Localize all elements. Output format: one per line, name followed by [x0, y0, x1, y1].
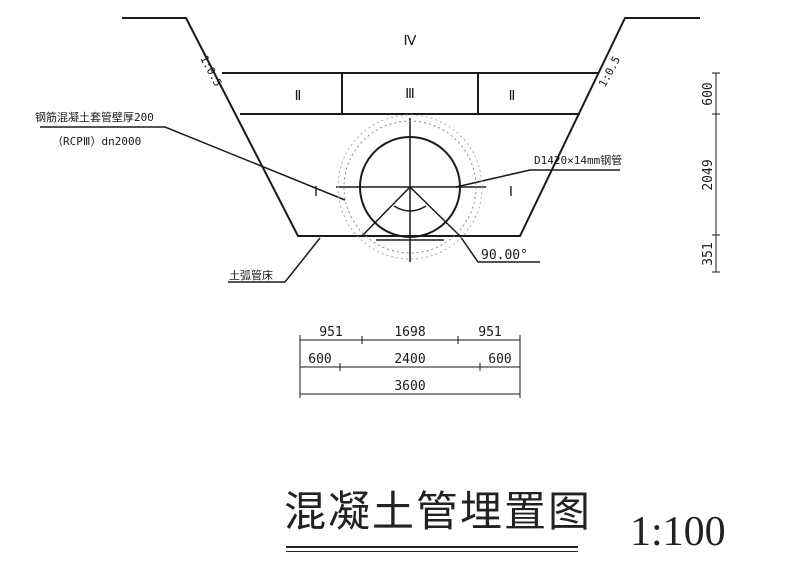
bedding-label: 土弧管床: [229, 268, 273, 282]
title-underline: [286, 546, 578, 548]
zone-ii-left: Ⅱ: [295, 88, 302, 104]
angle-label: 90.00°: [481, 248, 528, 263]
steel-pipe-label: D1420×14mm钢管: [534, 153, 622, 167]
angle-arc: [393, 205, 427, 212]
bedding-angle-left: [361, 186, 411, 237]
drawing-title: 混凝土管埋置图: [284, 487, 593, 536]
dim-600-right: 600: [488, 352, 511, 367]
bedding-leader: [228, 237, 321, 283]
horizontal-dimensions: [299, 335, 521, 398]
slope-left: 1:0.5: [197, 53, 224, 88]
dim-351-vertical: 351: [701, 242, 716, 265]
ground-and-trench-outline: [122, 17, 700, 237]
casing-label-1: 钢筋混凝土套管壁厚200: [35, 110, 154, 124]
casing-label-2: （RCPⅢ）dn2000: [52, 135, 141, 148]
angle-leader: [409, 186, 540, 263]
casing-leader: [40, 126, 346, 201]
zone-iii: Ⅲ: [405, 86, 415, 102]
zone-ii-right: Ⅱ: [509, 88, 516, 104]
vertical-dimensions: [712, 72, 720, 273]
dim-951-right: 951: [478, 325, 501, 340]
zone-i-right: Ⅰ: [509, 184, 513, 200]
title-underline-second: [286, 551, 578, 552]
zone-i-left: Ⅰ: [314, 184, 318, 200]
casing-pipe-outline: [343, 120, 477, 254]
dim-600-vertical: 600: [701, 82, 716, 105]
dim-2400: 2400: [394, 352, 425, 367]
dim-951-left: 951: [319, 325, 342, 340]
casing-pipe-outer: [337, 114, 483, 260]
dim-2049-vertical: 2049: [701, 159, 716, 190]
zone-iv: Ⅳ: [404, 33, 417, 49]
drawing-scale: 1:100: [630, 509, 726, 555]
dim-1698: 1698: [394, 325, 425, 340]
dim-3600: 3600: [394, 379, 425, 394]
dim-600-left: 600: [308, 352, 331, 367]
steel-pipe-leader: [455, 169, 620, 188]
